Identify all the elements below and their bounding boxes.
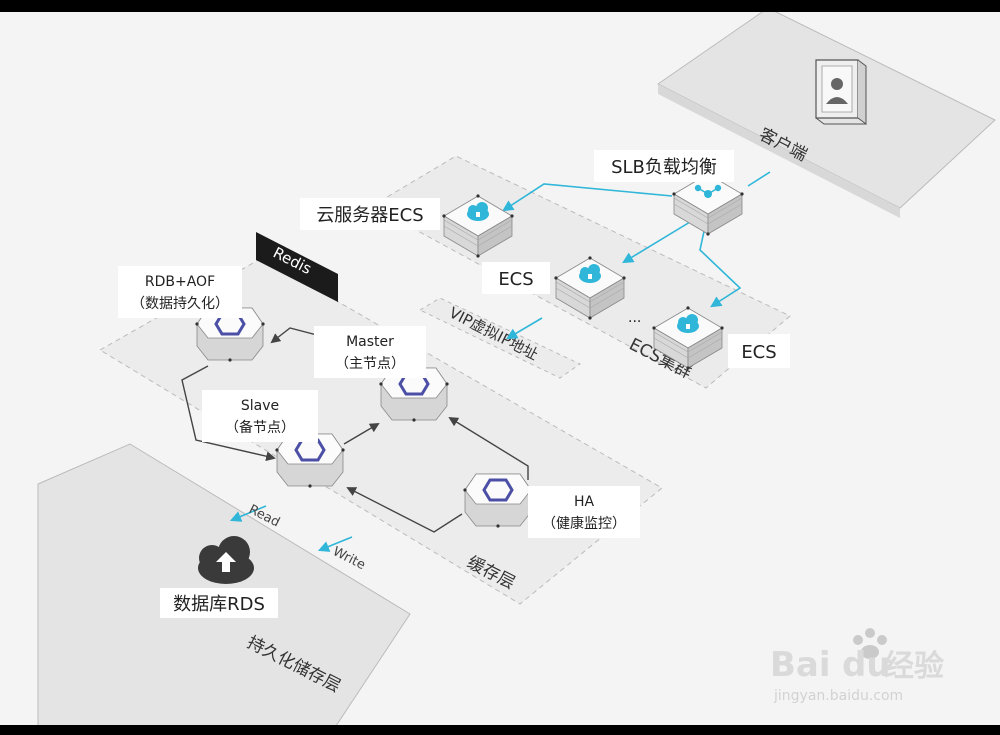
ha-node [462, 473, 534, 529]
ecs3-label: ECS [741, 342, 776, 363]
rdb-aof-label-box: RDB+AOF （数据持久化） [118, 266, 242, 318]
read-arrow-line [229, 505, 267, 522]
ecs-ellipsis: ... [628, 310, 641, 326]
ha-to-slave-link [346, 487, 463, 533]
rdb-to-slave-link [181, 365, 276, 462]
ecs2-node [553, 255, 627, 321]
slave-label-box: Slave （备节点） [202, 390, 318, 442]
diagram-canvas: 客户端 ECS集群 VIP虚拟IP地址 缓存层 持久化储存层 Redis [0, 12, 1000, 725]
slb-to-cloud-ecs-link [502, 183, 673, 212]
cache-links [181, 327, 529, 533]
slave-label-line1: Slave [241, 398, 279, 414]
cloud-ecs-node [441, 193, 515, 259]
slave-label-line2: （备节点） [225, 419, 295, 436]
watermark-cn: 经验 [884, 649, 944, 684]
client-terminal [815, 59, 867, 125]
rdb-aof-label-line2: （数据持久化） [131, 296, 229, 312]
master-label-box: Master （主节点） [314, 326, 426, 378]
rdb-aof-label-line1: RDB+AOF [145, 274, 215, 290]
watermark-url: jingyan.baidu.com [773, 688, 903, 704]
persist-zone: 持久化储存层 [37, 443, 411, 725]
cloud-ecs-label: 云服务器ECS [316, 205, 423, 226]
paw-icon [853, 628, 887, 659]
master-label-line2: （主节点） [335, 356, 405, 372]
master-label-line1: Master [346, 334, 394, 350]
slb-label: SLB负载均衡 [611, 157, 717, 178]
cloud-upload-icon [198, 536, 254, 584]
rds-node: 数据库RDS [160, 536, 278, 618]
watermark-brand: Bai [770, 645, 831, 685]
ecs2-label-box: ECS [482, 262, 550, 294]
slb-to-ecs3-link [699, 221, 742, 308]
load-balancer-icon [694, 184, 722, 198]
client-to-slb-link [747, 171, 771, 187]
ha-label-line1: HA [574, 494, 595, 510]
slave-to-master-link [343, 423, 380, 445]
slave-node [274, 433, 346, 489]
ecs-to-vip-link [506, 317, 543, 340]
baidu-watermark: Bai du 经验 jingyan.baidu.com [770, 628, 944, 704]
watermark-brand2: du [842, 645, 891, 685]
cloud-icon [579, 264, 601, 283]
cloud-ecs-label-box: 云服务器ECS [300, 198, 440, 230]
ecs3-node [651, 305, 725, 371]
ecs3-label-box: ECS [728, 334, 790, 368]
rds-label: 数据库RDS [173, 594, 265, 615]
cloud-icon [467, 202, 489, 221]
slb-to-ecs2-link [622, 221, 691, 264]
write-arrow-line [317, 536, 353, 552]
network-links [229, 171, 771, 552]
architecture-diagram: 客户端 ECS集群 VIP虚拟IP地址 缓存层 持久化储存层 Redis [37, 12, 996, 725]
ecs2-label: ECS [498, 269, 533, 290]
ha-to-master-link [448, 416, 529, 480]
slb-node [671, 171, 745, 237]
redis-hex-icon [482, 478, 514, 502]
cloud-icon [677, 314, 699, 333]
ha-label-line2: （健康监控） [542, 515, 626, 532]
ha-label-box: HA （健康监控） [528, 486, 640, 538]
vip-zone-label: VIP虚拟IP地址 [446, 304, 541, 364]
user-icon [826, 78, 848, 104]
slb-label-box: SLB负载均衡 [594, 150, 734, 182]
